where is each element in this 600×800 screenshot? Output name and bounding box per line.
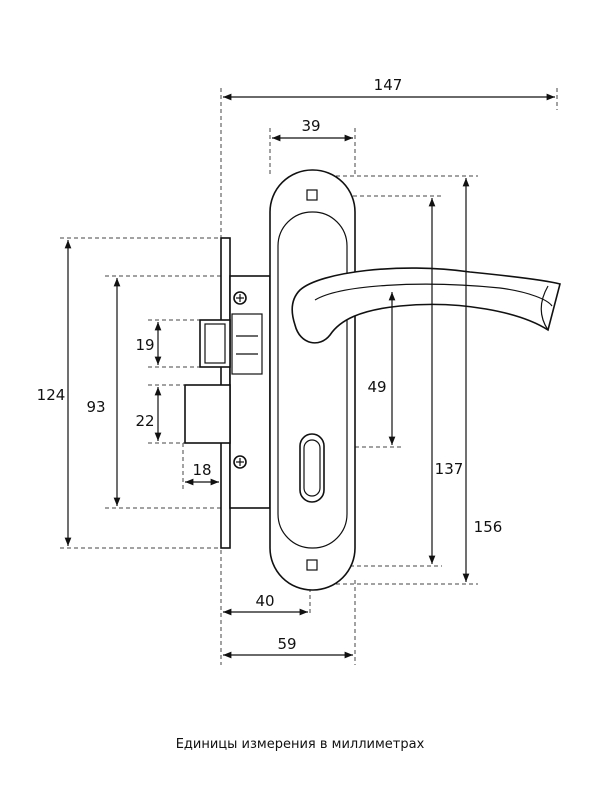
escutcheon-plate [269, 169, 356, 591]
dim-label-plate-outer-offset: 59 [277, 635, 296, 653]
latch-inner [204, 323, 226, 364]
dimension-lines [64, 93, 555, 659]
dim-label-bolt-height: 22 [135, 412, 154, 430]
mount-hole-top [306, 189, 318, 201]
mortise-lock [184, 237, 271, 549]
keyhole-icon [299, 433, 325, 503]
dim-label-handle-to-cylinder: 49 [367, 378, 386, 396]
lock-handle-diagram: 147 39 124 93 19 22 18 49 137 156 40 59 [37, 76, 561, 665]
dimension-labels: 147 39 124 93 19 22 18 49 137 156 40 59 [37, 76, 503, 653]
lever-handle [291, 267, 561, 344]
dim-label-overall-width: 147 [374, 76, 403, 94]
dead-bolt [184, 384, 231, 444]
screw-icon-top [233, 291, 247, 305]
screw-icon-bottom [233, 455, 247, 469]
units-caption: Единицы измерения в миллиметрах [175, 737, 425, 752]
dim-label-bolt-projection: 18 [192, 461, 211, 479]
lock-case [229, 275, 271, 509]
dim-label-plate-height: 156 [474, 518, 503, 536]
dim-label-plate-hole-spacing: 137 [435, 460, 464, 478]
dim-label-lock-body-height: 124 [37, 386, 66, 404]
dim-label-faceplate-spacing: 93 [86, 398, 105, 416]
mount-hole-bottom [306, 559, 318, 571]
dim-label-plate-width: 39 [301, 117, 320, 135]
latch-mechanism [231, 313, 263, 375]
dim-label-latch-height: 19 [135, 336, 154, 354]
dim-label-backset: 40 [255, 592, 274, 610]
